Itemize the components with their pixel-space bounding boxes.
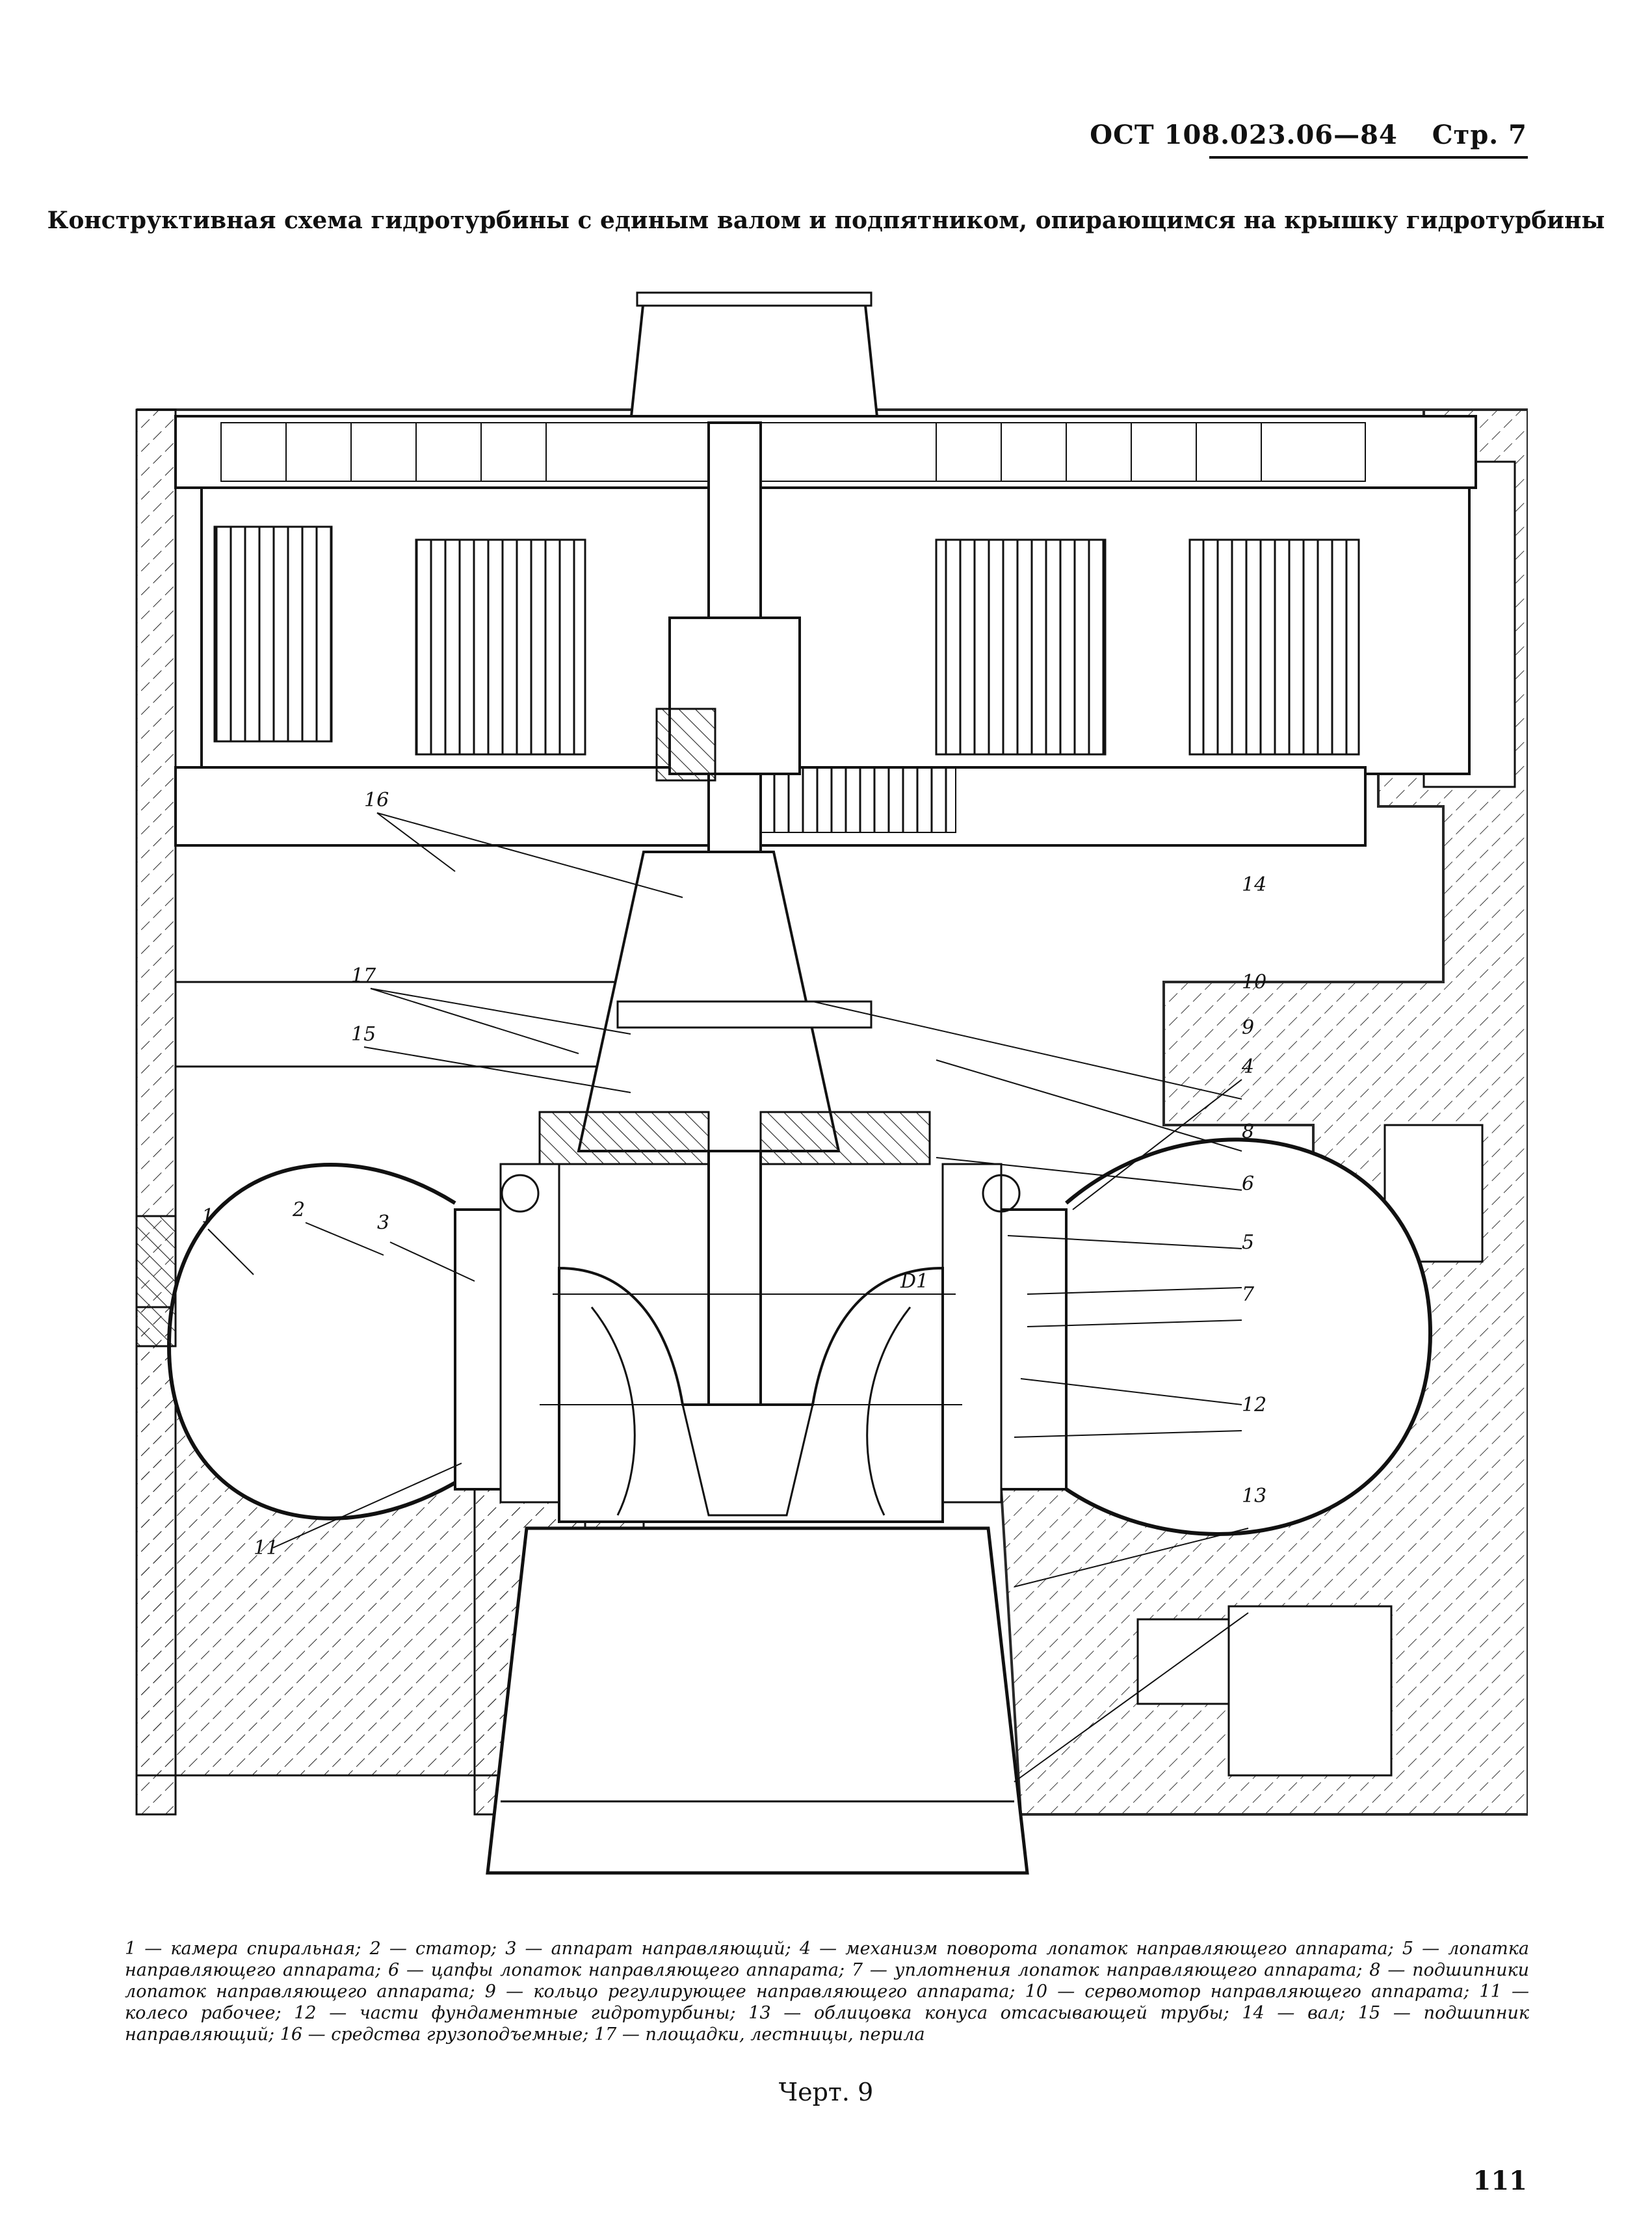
label-10: 10 bbox=[1242, 971, 1266, 994]
legend-text: 1 — камера спиральная; 2 — статор; 3 — а… bbox=[125, 1939, 1529, 2045]
standard-number: ОСТ 108.023.06—84 bbox=[1090, 120, 1398, 150]
callout-labels: 1 2 3 4 5 6 7 8 9 10 11 12 13 14 15 16 1… bbox=[202, 789, 1266, 1559]
shaft bbox=[538, 421, 931, 1432]
runner bbox=[540, 1266, 962, 1523]
page-number: 111 bbox=[1473, 2166, 1528, 2196]
stator-and-guide-vanes bbox=[454, 1163, 1068, 1504]
label-7: 7 bbox=[1242, 1283, 1255, 1306]
page-header: ОСТ 108.023.06—84 Стр. 7 bbox=[1090, 120, 1527, 150]
label-d1: D1 bbox=[900, 1270, 928, 1293]
turbine-drawing: 1 2 3 4 5 6 7 8 9 10 11 12 13 14 15 16 1… bbox=[135, 291, 1528, 1875]
leader-lines bbox=[207, 812, 1249, 1783]
label-6: 6 bbox=[1242, 1173, 1254, 1195]
page-ref: Стр. 7 bbox=[1432, 120, 1527, 150]
label-3: 3 bbox=[377, 1212, 389, 1234]
label-1: 1 bbox=[202, 1205, 214, 1228]
drawing-title: Конструктивная схема гидротурбины с един… bbox=[47, 207, 1605, 234]
label-8: 8 bbox=[1242, 1121, 1254, 1143]
draft-tube-cone bbox=[486, 1526, 1029, 1875]
label-16: 16 bbox=[364, 789, 389, 812]
label-15: 15 bbox=[351, 1023, 376, 1046]
generator bbox=[174, 291, 1477, 847]
label-9: 9 bbox=[1242, 1016, 1254, 1039]
spiral-casing bbox=[135, 1137, 1433, 1536]
label-4: 4 bbox=[1241, 1055, 1254, 1078]
label-2: 2 bbox=[292, 1199, 305, 1221]
label-14: 14 bbox=[1242, 873, 1266, 896]
label-13: 13 bbox=[1242, 1485, 1266, 1507]
label-11: 11 bbox=[254, 1537, 278, 1559]
figure-caption: Черт. 9 bbox=[778, 2078, 874, 2106]
label-17: 17 bbox=[351, 964, 376, 987]
label-12: 12 bbox=[1242, 1394, 1266, 1416]
header-rule bbox=[1209, 156, 1528, 159]
label-5: 5 bbox=[1242, 1231, 1254, 1254]
